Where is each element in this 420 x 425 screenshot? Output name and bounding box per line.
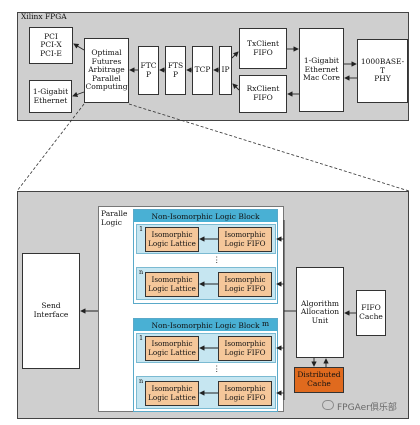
block2-rown-fifo: Isomorphic Logic FIFO bbox=[218, 381, 272, 406]
parallel-logic-label: Paralle Logic bbox=[101, 209, 128, 227]
block1-vdots: ⋮ bbox=[213, 255, 221, 264]
block1-row-n-index: n bbox=[139, 268, 144, 276]
phy-box: 1000BASE- T PHY bbox=[357, 39, 408, 103]
block1-row-1-index: 1 bbox=[139, 225, 144, 233]
tx-fifo-box: TxClient FIFO bbox=[239, 28, 287, 69]
arrow-optimal-to-pci bbox=[73, 43, 85, 51]
block2-row1-fifo: Isomorphic Logic FIFO bbox=[218, 336, 272, 361]
block2-rown-lattice: Isomorphic Logic Lattice bbox=[145, 381, 199, 406]
tcp-box: TCP bbox=[192, 46, 213, 95]
block1-rown-lattice: Isomorphic Logic Lattice bbox=[145, 272, 199, 297]
block1-rown-fifo: Isomorphic Logic FIFO bbox=[218, 272, 272, 297]
rx-fifo-box: RxClient FIFO bbox=[239, 75, 287, 113]
ftcp-box: FTC P bbox=[138, 46, 159, 95]
block1-row1-lattice: Isomorphic Logic Lattice bbox=[145, 227, 199, 252]
zoom-line-right bbox=[128, 103, 410, 192]
logic-block-1-header: Non-Isomorphic Logic Block bbox=[134, 210, 277, 222]
block2-vdots: ⋮ bbox=[213, 364, 221, 373]
logic-block-2-m: m bbox=[262, 319, 270, 328]
distributed-cache-box: Distributed Cache bbox=[294, 367, 344, 393]
ip-box: IP bbox=[219, 46, 232, 95]
arrow-rx-to-ip bbox=[232, 83, 240, 91]
block1-row1-fifo: Isomorphic Logic FIFO bbox=[218, 227, 272, 252]
wechat-icon bbox=[322, 400, 334, 410]
watermark: FPGAer俱乐部 bbox=[337, 403, 397, 413]
fpga-title: Xilinx FPGA bbox=[21, 12, 67, 21]
mac-core-box: 1-Gigabit Ethernet Mac Core bbox=[299, 28, 344, 112]
pci-box: PCI PCI-X PCI-E bbox=[29, 27, 73, 64]
optimal-computing-box: Optimal Futures Arbitrage Parallel Compu… bbox=[84, 38, 129, 103]
algorithm-allocation-unit: Algorithm Allocation Unit bbox=[296, 267, 344, 358]
ftsp-box: FTS P bbox=[165, 46, 186, 95]
block2-row-n-index: n bbox=[139, 377, 144, 385]
block2-row1-lattice: Isomorphic Logic Lattice bbox=[145, 336, 199, 361]
arrow-ip-to-tx bbox=[231, 51, 239, 59]
send-interface-box: Send Interface bbox=[22, 253, 80, 369]
gige-left-box: 1-Gigabit Ethernet bbox=[29, 80, 72, 113]
block2-row-1-index: 1 bbox=[139, 334, 144, 342]
zoom-line-left bbox=[16, 103, 85, 192]
logic-block-2-header: Non-Isomorphic Logic Block bbox=[134, 319, 277, 331]
arrow-optimal-to-gige bbox=[72, 91, 85, 97]
fifo-cache-box: FIFO Cache bbox=[356, 290, 386, 336]
